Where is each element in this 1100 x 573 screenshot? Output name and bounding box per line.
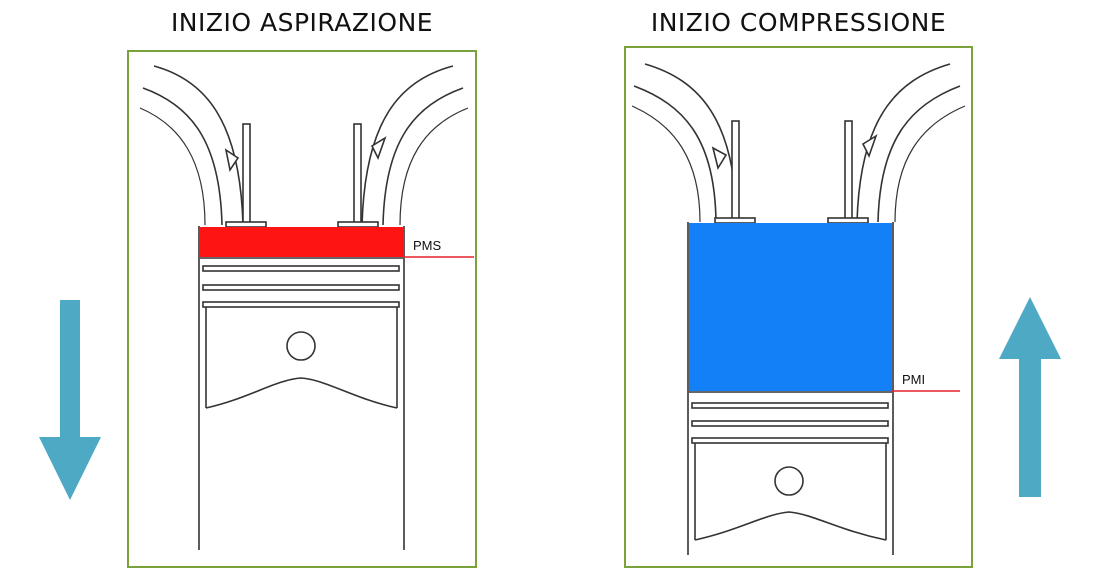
cylinder-fill-blue: [689, 223, 892, 391]
pmi-marker-label: PMI: [902, 372, 925, 387]
exhaust-valve-head: [337, 221, 379, 228]
pms-marker-label: PMS: [413, 238, 442, 253]
piston-ring-1: [691, 402, 889, 409]
piston-right: [689, 391, 892, 541]
combustion-chamber-fill-red: [200, 227, 403, 257]
exhaust-port-inner: [399, 107, 469, 226]
exhaust-valve-head: [827, 217, 869, 224]
intake-valve-stem: [731, 120, 740, 222]
piston-ring-3: [691, 437, 889, 444]
piston-ring-3: [202, 301, 400, 308]
panel-title-compression: INIZIO COMPRESSIONE: [650, 8, 947, 37]
intake-diagram: [139, 65, 469, 550]
intake-valve-head: [714, 217, 756, 224]
intake-flow-arrow: [224, 148, 240, 173]
piston-ring-2: [691, 420, 889, 427]
exhaust-port: [361, 65, 464, 226]
piston-pin: [774, 466, 804, 496]
piston-ring-1: [202, 265, 400, 272]
intake-port: [633, 63, 738, 223]
arrow-down-icon: [39, 300, 101, 500]
intake-flow-arrow: [711, 146, 728, 171]
exhaust-flow-arrow: [861, 134, 878, 159]
exhaust-flow-arrow: [370, 136, 387, 161]
arrow-up-icon: [999, 297, 1061, 497]
intake-valve-stem: [242, 123, 251, 225]
piston-left: [200, 257, 403, 409]
piston-skirt: [205, 377, 398, 409]
exhaust-port: [856, 63, 961, 223]
panel-title-intake: INIZIO ASPIRAZIONE: [170, 8, 434, 37]
piston-skirt: [694, 511, 887, 541]
exhaust-valve-stem: [353, 123, 362, 225]
compression-diagram: [631, 63, 966, 555]
panel-frame-intake: [127, 50, 477, 568]
exhaust-port-inner: [894, 105, 966, 223]
piston-pin: [286, 331, 316, 361]
intake-valve-head: [225, 221, 267, 228]
piston-ring-2: [202, 284, 400, 291]
intake-port: [142, 65, 244, 226]
intake-port-inner: [139, 107, 206, 226]
exhaust-valve-stem: [844, 120, 853, 222]
intake-port-inner: [631, 105, 701, 223]
